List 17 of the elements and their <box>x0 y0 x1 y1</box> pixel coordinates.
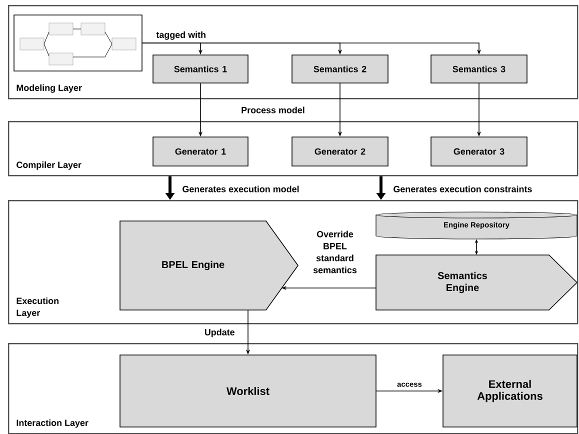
edge-label: Generates execution constraints <box>392 184 534 194</box>
engine-pentagon: BPEL Engine <box>120 220 298 310</box>
section-label: Process model <box>240 106 306 114</box>
process-box: Generator 1 <box>152 136 248 166</box>
process-box: Generator 2 <box>292 136 388 166</box>
process-box: Generator 3 <box>430 136 528 166</box>
process-box: Semantics 1 <box>152 54 248 84</box>
process-box: Worklist <box>120 354 376 428</box>
process-box: External Applications <box>442 354 578 428</box>
process-box: Semantics 2 <box>292 54 388 84</box>
edge-label: tagged with <box>155 30 208 41</box>
process-box: Semantics 3 <box>430 54 528 84</box>
edge-label: Update <box>203 328 236 338</box>
engine-pentagon: Semantics Engine <box>376 254 578 310</box>
process-model-thumbnail <box>14 14 142 72</box>
edge-label: Generates execution model <box>181 184 300 194</box>
edge-label: Override BPEL standard semantics <box>303 230 367 274</box>
